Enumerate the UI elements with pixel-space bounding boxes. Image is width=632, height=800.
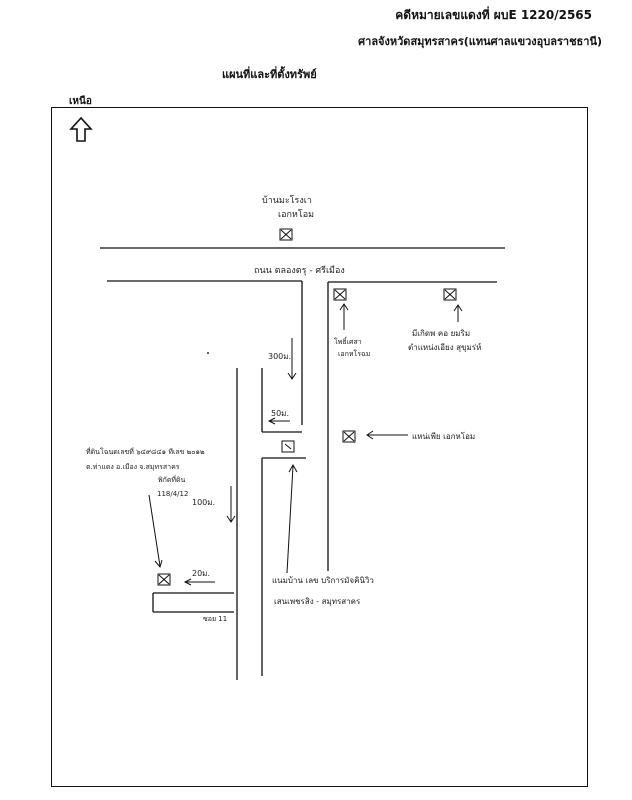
property-line-1: ที่ดินโฉนดเลขที่ ๖๔๙๘๔๑ ทีเลข ๒๐๑๒ [86,447,205,456]
landmark-marker-center [281,440,295,453]
property-line-2: ต.ท่าแดง อ.เมือง จ.สมุทรสาคร [86,463,180,471]
soi-road [152,368,238,680]
dist-300: 300ม. [268,352,291,361]
soi-label: ซอย 11 [203,615,227,623]
right-landmark-1-line-1: โพธิ์เศสา [334,336,362,346]
right-landmark-1-line-2: เอกหโรฉม [338,349,370,358]
court-name: ศาลจังหวัดสมุทรสาคร(แทนศาลแขวงอุบลราชธาน… [358,35,602,48]
right-landmark-2-line-2: ตำแหน่งเอียง สุขุมร่ห์ [408,342,481,352]
bottom-landmark-line-1: แนมบ้าน เลข บริการมัจคินิวิว [272,576,374,585]
bottom-landmark-line-2: เสนเพชรสิง - สมุทรสาคร [274,597,361,606]
north-label: เหนือ [69,96,92,107]
top-landmark-line-2: เอกหโอม [278,209,314,220]
landmark-marker-top [279,228,293,241]
property-marker [157,573,171,586]
right-landmark-2-line-1: มีเกิดพ คอ ยมริม [412,329,470,338]
map-frame [51,107,588,787]
landmark-marker-right-3 [342,430,356,443]
main-road [100,247,505,283]
property-line-4: 118/4/12 [157,490,188,498]
right-landmark-3: แหน่เพีย เอกหโอม [412,431,475,441]
dist-100: 100ม. [192,498,215,507]
dist-20: 20ม. [192,569,210,578]
map-title: แผนที่และที่ตั้งทรัพย์ [222,68,317,81]
property-line-3: พิกัดที่ดิน [158,475,186,484]
landmark-marker-right-2 [443,288,457,301]
main-road-label: ถนน ตลองตรุ - ศรีเมือง [254,265,345,276]
case-number: คดีหมายเลขแดงที่ ผบE 1220/2565 [395,8,592,22]
dist-50: 50ม. [271,409,289,418]
north-arrow-icon [69,116,93,142]
top-landmark-line-1: บ้านมะโรงเา [262,195,312,206]
stray-dot [207,352,209,354]
branch-road [261,281,329,676]
direction-arrows [148,303,463,586]
landmark-marker-right-1 [333,288,347,301]
